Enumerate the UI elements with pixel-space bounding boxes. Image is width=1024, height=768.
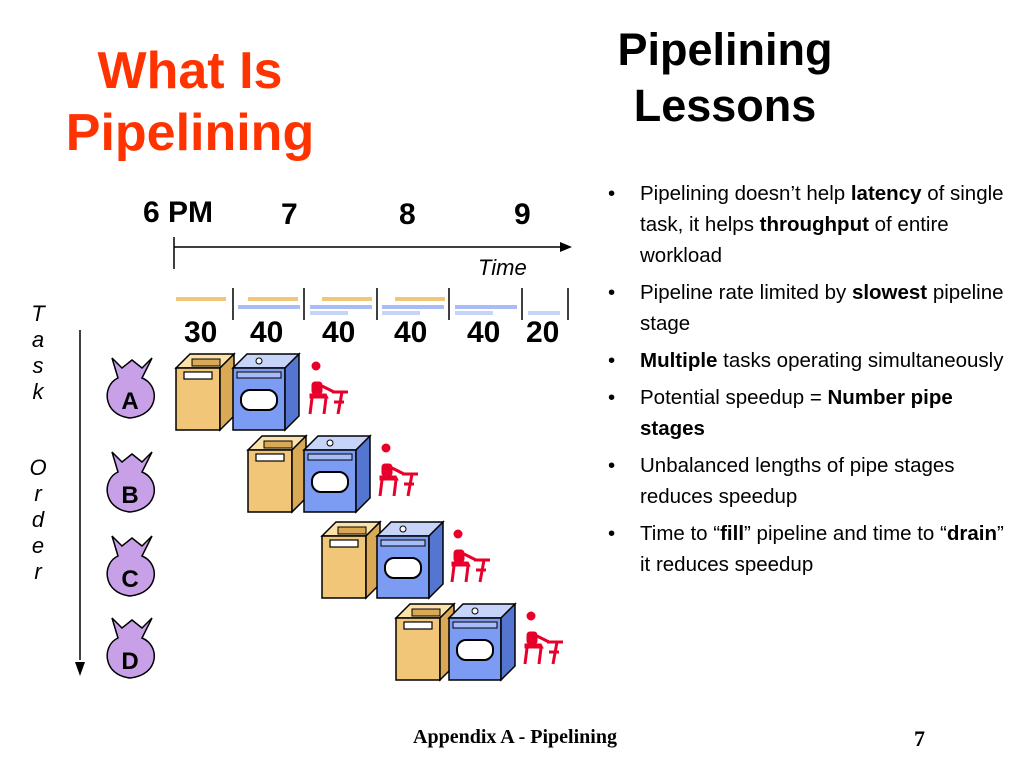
task-order-letter: a [31,327,45,352]
bullet-text: ” pipeline and time to “ [744,522,947,545]
hour-label-7: 7 [281,198,298,231]
bullet-emphasis: drain [946,522,997,545]
page-title: What Is Pipelining [65,42,315,162]
dryer-icon [232,353,300,431]
bullet-text: Time to “ [640,522,721,545]
duration-label: 40 [322,316,356,349]
washer-icon [321,521,381,599]
bullet-emphasis: slowest [851,281,928,304]
bullet-text: of entire workload [640,213,949,267]
task-order-letter: d [31,507,45,532]
task-label-d: D [121,648,138,675]
bullet-item: Pipelining doesn’t help latency of singl… [604,178,1004,271]
bullet-text: Pipeline rate limited by [640,281,852,304]
task-order-letter: T [31,301,45,326]
duration-label: 30 [184,316,218,349]
folder-person-icon [378,442,420,498]
washer-icon [247,435,307,513]
bullet-emphasis: fill [720,522,745,545]
bullet-emphasis: Number pipe stages [640,386,953,440]
bullet-text: Unbalanced lengths of pipe stages reduce… [640,454,955,508]
bullet-item: Pipeline rate limited by slowest pipelin… [604,277,1004,339]
bullet-emphasis: Multiple [640,349,718,372]
bullet-emphasis: latency [850,182,922,205]
bullet-item: Potential speedup = Number pipe stages [604,382,1004,444]
hour-label-6pm: 6 PM [143,196,214,229]
task-label-b: B [121,482,138,509]
bullet-item: Time to “fill” pipeline and time to “dra… [604,518,1004,580]
bullet-text: Pipelining doesn’t help [640,182,851,205]
pipeline-diagram: A B C D [75,237,572,681]
task-order-letter: r [34,559,42,584]
bullet-item: Multiple tasks operating simultaneously [604,345,1004,376]
dryer-icon [448,603,516,681]
task-bag-b: B [106,451,156,513]
washer-icon [395,603,455,681]
washer-icon [175,353,235,431]
task-order-letter: s [32,353,44,378]
task-bag-c: C [106,535,156,597]
bullet-text: Potential speedup = [640,386,828,409]
task-order-letter: k [32,379,44,404]
bullet-text: pipeline stage [640,281,1004,335]
dryer-icon [376,521,444,599]
task-order-letter: e [31,533,45,558]
task-bag-d: D [106,617,156,679]
task-bag-a: A [106,357,156,419]
bullet-text: ” it reduces speedup [640,522,1004,576]
footer-title: Appendix A - Pipelining [413,726,617,748]
time-axis-label: Time [478,255,527,280]
bullet-text: of single task, it helps [640,182,1004,236]
task-order-letter: O [29,455,47,480]
hour-label-8: 8 [399,198,416,231]
duration-label: 20 [526,316,560,349]
duration-label: 40 [467,316,501,349]
folder-person-icon [523,610,565,666]
folder-person-icon [450,528,492,584]
duration-label: 40 [250,316,284,349]
stage-duration-bars [176,288,569,320]
task-order-letter: r [34,481,42,506]
task-label-c: C [121,566,138,593]
bullet-emphasis: throughput [759,213,869,236]
bullet-text: tasks operating simultaneously [717,349,1004,372]
lessons-list: Pipelining doesn’t help latency of singl… [604,178,1004,586]
section-title: Pipelining Lessons [617,24,833,131]
page-number: 7 [914,726,925,751]
duration-label: 40 [394,316,428,349]
hour-label-9: 9 [514,198,531,231]
dryer-icon [303,435,371,513]
folder-person-icon [308,360,350,416]
task-label-a: A [121,388,138,415]
bullet-item: Unbalanced lengths of pipe stages reduce… [604,450,1004,512]
